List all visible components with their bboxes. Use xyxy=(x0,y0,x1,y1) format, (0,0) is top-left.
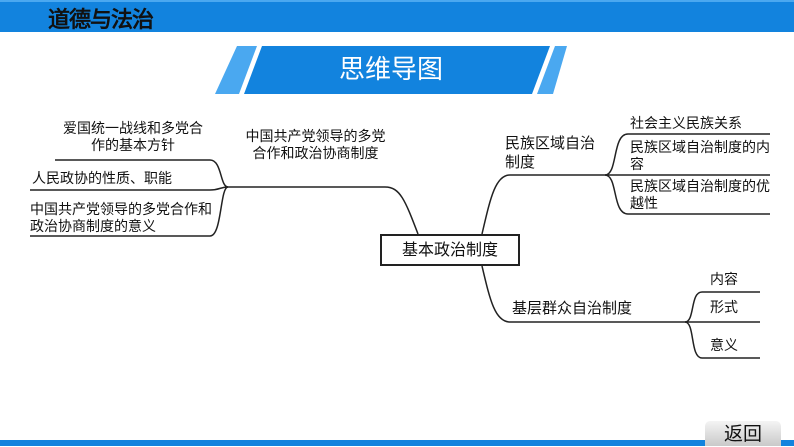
header-bar xyxy=(0,0,794,32)
footer-bar xyxy=(0,440,794,446)
banner-title: 思维导图 xyxy=(338,55,443,85)
subject-title: 道德与法治 xyxy=(48,8,154,33)
right-top-label: 民族区域自治制度 xyxy=(505,134,596,171)
right-top-child-2: 民族区域自治制度的内容 xyxy=(630,140,770,173)
center-node: 基本政治制度 xyxy=(380,234,520,266)
left-child-1: 爱国统一战线和多党合作的基本方针 xyxy=(63,121,203,154)
right-bottom-child-2: 形式 xyxy=(710,300,738,316)
right-bottom-label: 基层群众自治制度 xyxy=(512,299,633,317)
right-top-child-3: 民族区域自治制度的优越性 xyxy=(630,179,770,212)
right-top-child-1: 社会主义民族关系 xyxy=(630,116,742,132)
left-child-3: 中国共产党领导的多党合作和政治协商制度的意义 xyxy=(30,202,212,235)
banner-shape xyxy=(215,46,567,94)
right-bottom-child-1: 内容 xyxy=(710,272,738,288)
left-branch-label: 中国共产党领导的多党合作和政治协商制度 xyxy=(245,129,386,162)
back-button[interactable]: 返回 xyxy=(705,421,781,446)
right-bottom-child-3: 意义 xyxy=(710,338,738,354)
left-child-2: 人民政协的性质、职能 xyxy=(32,171,172,187)
